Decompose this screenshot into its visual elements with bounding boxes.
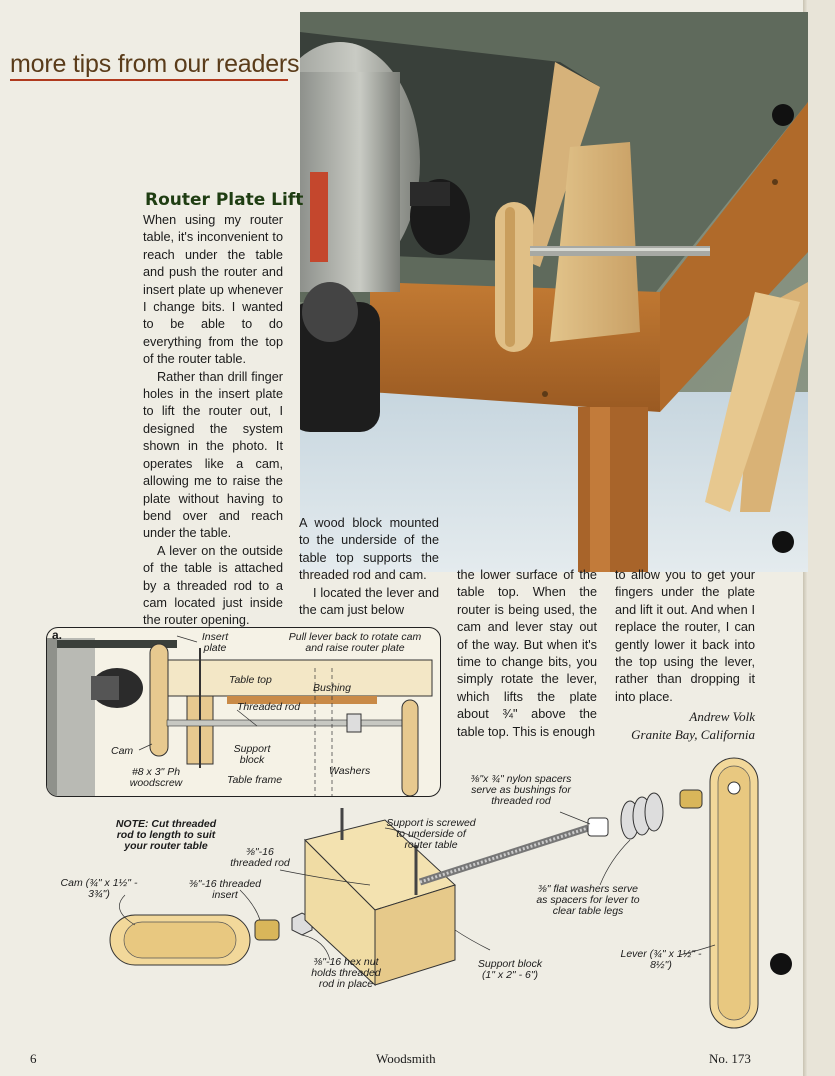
page-number: 6 [30,1051,37,1066]
binder-hole [772,531,794,553]
binder-hole [772,104,794,126]
label-support-block: Support block [233,743,271,766]
paragraph-3: A lever on the outside of the table is a… [143,543,283,628]
article-title: Router Plate Lift [145,190,304,210]
header-rule [10,79,288,81]
label-support-block-spec: Support block (1" x 2" - 6") [477,958,543,981]
label-threaded-insert: ⅜"-16 threaded insert [188,878,262,901]
label-table-frame: Table frame [227,774,283,786]
paragraph-5: I located the lever and the cam just bel… [299,585,439,618]
author-name: Andrew Volk [689,709,755,725]
label-insert-plate: Insert plate [201,631,229,654]
paragraph-4: A wood block mounted to the underside of… [299,516,439,583]
text-column-3: the lower surface of the table top. When… [457,567,597,741]
label-table-top: Table top [229,674,272,686]
exploded-view-diagram [109,757,759,1029]
page-edge [808,0,835,1076]
binder-hole [770,953,792,975]
text-column-4: to allow you to get your fingers under t… [615,567,755,744]
label-washers: Washers [329,765,371,777]
paragraph-2: Rather than drill finger holes in the in… [143,369,283,541]
label-hex-nut: ⅜"-16 hex nut holds threaded rod in plac… [311,956,381,990]
paragraph-7: to allow you to get your fingers under t… [615,568,755,704]
text-column-2: A wood block mounted to the underside of… [299,515,439,619]
issue-number: No. 173 [709,1051,751,1066]
section-header: more tips from our readers [10,50,300,78]
label-bushing: Bushing [313,682,351,694]
label-flat-washers: ⅜" flat washers serve as spacers for lev… [536,883,640,917]
label-cam-spec: Cam (¾" x 1½" - 3¾") [60,877,138,900]
label-lever-spec: Lever (¾" x 1½" - 8½") [620,948,702,971]
label-threaded-rod-spec: ⅜"-16 threaded rod [230,846,290,869]
router-table-photo [300,12,808,572]
text-column-1: When using my router table, it's inconve… [143,212,283,630]
label-support-screwed: Support is screwed to underside of route… [386,817,476,851]
label-nylon-spacers: ⅜"x ¾" nylon spacers serve as bushings f… [470,773,572,807]
label-pull-lever: Pull lever back to rotate cam and raise … [288,631,422,654]
magazine-name: Woodsmith [376,1051,436,1066]
figure-a-letter: a. [52,628,63,642]
paragraph-1: When using my router table, it's inconve… [143,213,283,367]
label-cam: Cam [111,745,134,757]
paragraph-6: the lower surface of the table top. When… [457,568,597,739]
cam-part [109,914,251,966]
label-threaded-rod: Threaded rod [237,701,301,713]
figure-a-diagram: a. Insert plate Pull lever back to rotat… [46,627,441,797]
author-location: Granite Bay, California [631,727,755,743]
label-woodscrew: #8 x 3" Ph woodscrew [129,766,183,789]
label-note: NOTE: Cut threaded rod to length to suit… [115,818,217,852]
